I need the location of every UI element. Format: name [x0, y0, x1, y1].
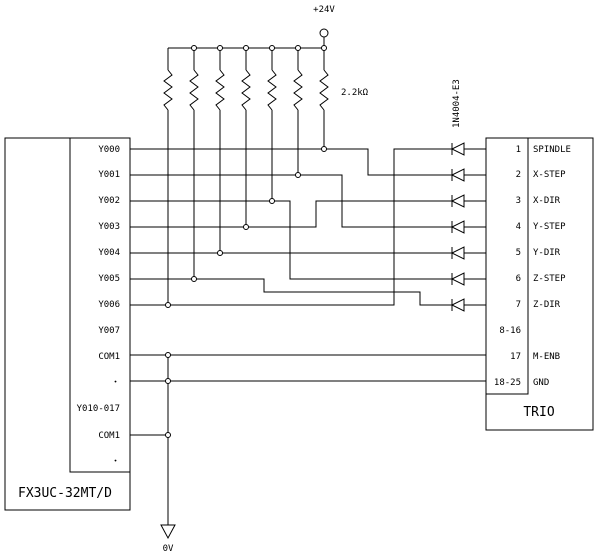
- supply-24v: +24V: [168, 5, 335, 49]
- junction-dot: [165, 432, 171, 438]
- trio-pin-name: Y-STEP: [533, 222, 566, 232]
- plc-pin-label: Y006: [98, 300, 120, 310]
- junction-dot: [217, 45, 223, 51]
- trio-pin-column: [485, 137, 529, 395]
- trio-pin-name: Z-DIR: [533, 300, 561, 310]
- junction-dot: [243, 45, 249, 51]
- wire-y000: [130, 148, 445, 176]
- plc-pin-label: ・: [111, 378, 120, 388]
- diode-icon: [445, 246, 486, 260]
- supply-label: +24V: [313, 5, 335, 15]
- junction-dot: [165, 352, 171, 358]
- resistor-icon: [267, 48, 277, 201]
- signal-wires: [130, 148, 445, 306]
- junction-dot: [191, 45, 197, 51]
- plc-outer-box: [4, 137, 131, 511]
- ground-symbol-icon: [160, 524, 176, 540]
- trio-pin-number: 8-16: [499, 326, 521, 336]
- diode-bank: 1N4004-E3: [445, 79, 486, 312]
- resistor-icon: [215, 48, 225, 253]
- resistor-icon: [319, 48, 329, 149]
- junction-dots: [165, 45, 327, 438]
- plc-pin-label: Y002: [98, 196, 120, 206]
- plc-pin-label: Y004: [98, 248, 120, 258]
- trio-pin-name: SPINDLE: [533, 145, 571, 155]
- trio-pin-name: M-ENB: [533, 352, 560, 362]
- supply-terminal-icon: [319, 28, 329, 38]
- wire-y006: [130, 148, 445, 306]
- plc-pin-labels: Y000 Y001 Y002 Y003 Y004 Y005 Y006 Y007 …: [77, 145, 120, 467]
- trio-pin-name: X-DIR: [533, 196, 561, 206]
- trio-pin-number: 2: [516, 170, 521, 180]
- junction-dot: [321, 45, 327, 51]
- diode-icon: [445, 298, 486, 312]
- junction-dot: [243, 224, 249, 230]
- trio-pin-number: 6: [516, 274, 521, 284]
- trio-pin-number: 4: [516, 222, 521, 232]
- plc-pin-label: ・: [111, 457, 120, 467]
- trio-pin-numbers: 1 2 3 4 5 6 7 8-16 17 18-25: [494, 145, 521, 388]
- plc-block: FX3UC-32MT/D Y000 Y001 Y002 Y003 Y004 Y0…: [4, 137, 131, 511]
- junction-dot: [295, 172, 301, 178]
- trio-pin-names: SPINDLE X-STEP X-DIR Y-STEP Y-DIR Z-STEP…: [533, 145, 571, 388]
- trio-pin-number: 5: [516, 248, 521, 258]
- trio-pin-number: 1: [516, 145, 521, 155]
- junction-dot: [165, 378, 171, 384]
- diode-icon: [445, 220, 486, 234]
- resistor-icon: [293, 48, 303, 175]
- junction-dot: [321, 146, 327, 152]
- plc-pin-label: Y010-017: [77, 404, 120, 414]
- diode-icon: [445, 194, 486, 208]
- plc-pin-label: Y005: [98, 274, 120, 284]
- junction-dot: [217, 250, 223, 256]
- trio-pin-number: 18-25: [494, 378, 521, 388]
- diode-part-number: 1N4004-E3: [452, 79, 462, 128]
- trio-pin-name: GND: [533, 378, 549, 388]
- trio-pin-number: 3: [516, 196, 521, 206]
- diode-icon: [445, 272, 486, 286]
- resistor-value: 2.2kΩ: [341, 88, 369, 98]
- junction-dot: [191, 276, 197, 282]
- plc-pin-label: COM1: [98, 352, 120, 362]
- resistor-icon: [241, 48, 251, 227]
- ground-wires: [130, 354, 486, 525]
- plc-pin-label: Y001: [98, 170, 120, 180]
- trio-pin-name: Z-STEP: [533, 274, 566, 284]
- junction-dot: [269, 45, 275, 51]
- wire-y002: [130, 200, 445, 280]
- junction-dot: [165, 302, 171, 308]
- plc-pin-label: Y007: [98, 326, 120, 336]
- trio-block: TRIO 1 2 3 4 5 6 7 8-16 17 18-25 SPINDLE…: [485, 137, 594, 431]
- resistor-icon: [189, 48, 199, 279]
- diode-icon: [445, 142, 486, 156]
- plc-pin-label: COM1: [98, 431, 120, 441]
- trio-pin-number: 17: [510, 352, 521, 362]
- wire-y003: [130, 200, 445, 228]
- wire-y005: [130, 278, 445, 306]
- trio-name: TRIO: [523, 405, 554, 420]
- resistor-bank: 2.2kΩ: [163, 48, 369, 305]
- ground-label: 0V: [163, 544, 174, 554]
- junction-dot: [269, 198, 275, 204]
- diode-icon: [445, 168, 486, 182]
- trio-pin-number: 7: [516, 300, 521, 310]
- junction-dot: [295, 45, 301, 51]
- plc-pin-label: Y003: [98, 222, 120, 232]
- trio-pin-name: Y-DIR: [533, 248, 561, 258]
- plc-pin-label: Y000: [98, 145, 120, 155]
- trio-pin-name: X-STEP: [533, 170, 566, 180]
- resistor-icon: [163, 48, 173, 305]
- plc-name: FX3UC-32MT/D: [18, 486, 112, 501]
